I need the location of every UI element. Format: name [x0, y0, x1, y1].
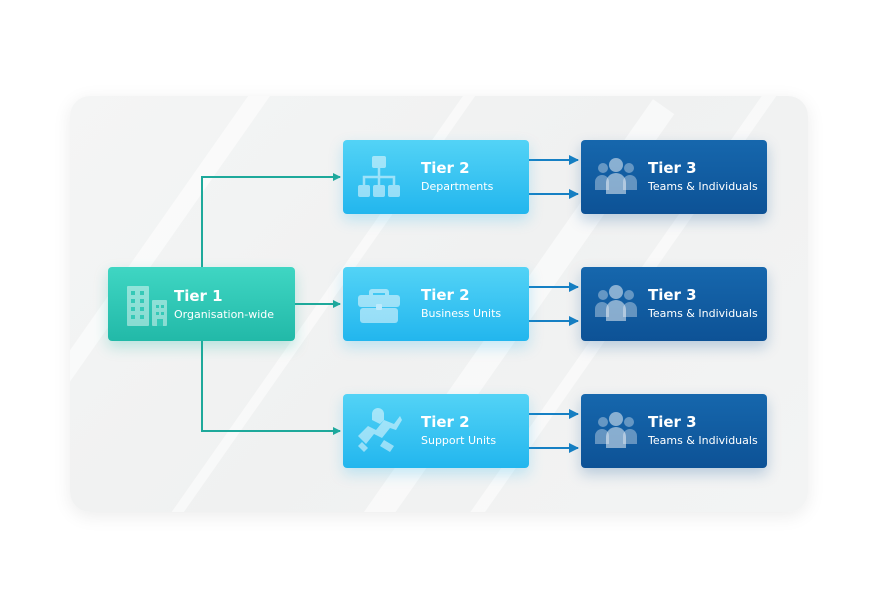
tier2-title: Tier 2 — [421, 286, 470, 304]
handshake-icon — [353, 404, 405, 458]
tier1-box: Tier 1 Organisation-wide — [108, 267, 295, 341]
tier2-subtitle: Support Units — [421, 434, 497, 447]
people-group-icon — [593, 154, 639, 198]
tier3-box-1: Tier 3 Teams & Individuals — [581, 140, 767, 214]
tier1-subtitle: Organisation-wide — [174, 308, 275, 321]
tier3-box-2: Tier 3 Teams & Individuals — [581, 267, 767, 341]
tier2-support-units-box: Tier 2 Support Units — [343, 394, 529, 468]
tier2-connectors — [529, 155, 579, 453]
building-icon — [120, 277, 174, 333]
connector-tier1-departments — [201, 173, 341, 267]
tier2-business-units-box: Tier 2 Business Units — [343, 267, 529, 341]
tier1-title: Tier 1 — [174, 287, 223, 305]
tier1-connectors — [201, 173, 341, 435]
tier3-title: Tier 3 — [648, 159, 697, 177]
people-group-icon — [593, 408, 639, 452]
tier2-subtitle: Departments — [421, 180, 494, 193]
tier3-box-3: Tier 3 Teams & Individuals — [581, 394, 767, 468]
tier3-subtitle: Teams & Individuals — [648, 307, 758, 320]
tier2-title: Tier 2 — [421, 159, 470, 177]
tier2-title: Tier 2 — [421, 413, 470, 431]
people-group-icon — [593, 281, 639, 325]
connector-tier1-support-units — [201, 341, 341, 435]
org-chart-icon — [353, 150, 405, 204]
tier2-departments-box: Tier 2 Departments — [343, 140, 529, 214]
tier2-subtitle: Business Units — [421, 307, 502, 320]
tier3-title: Tier 3 — [648, 413, 697, 431]
tier3-title: Tier 3 — [648, 286, 697, 304]
briefcase-icon — [353, 277, 405, 331]
tier3-subtitle: Teams & Individuals — [648, 434, 758, 447]
tier3-subtitle: Teams & Individuals — [648, 180, 758, 193]
